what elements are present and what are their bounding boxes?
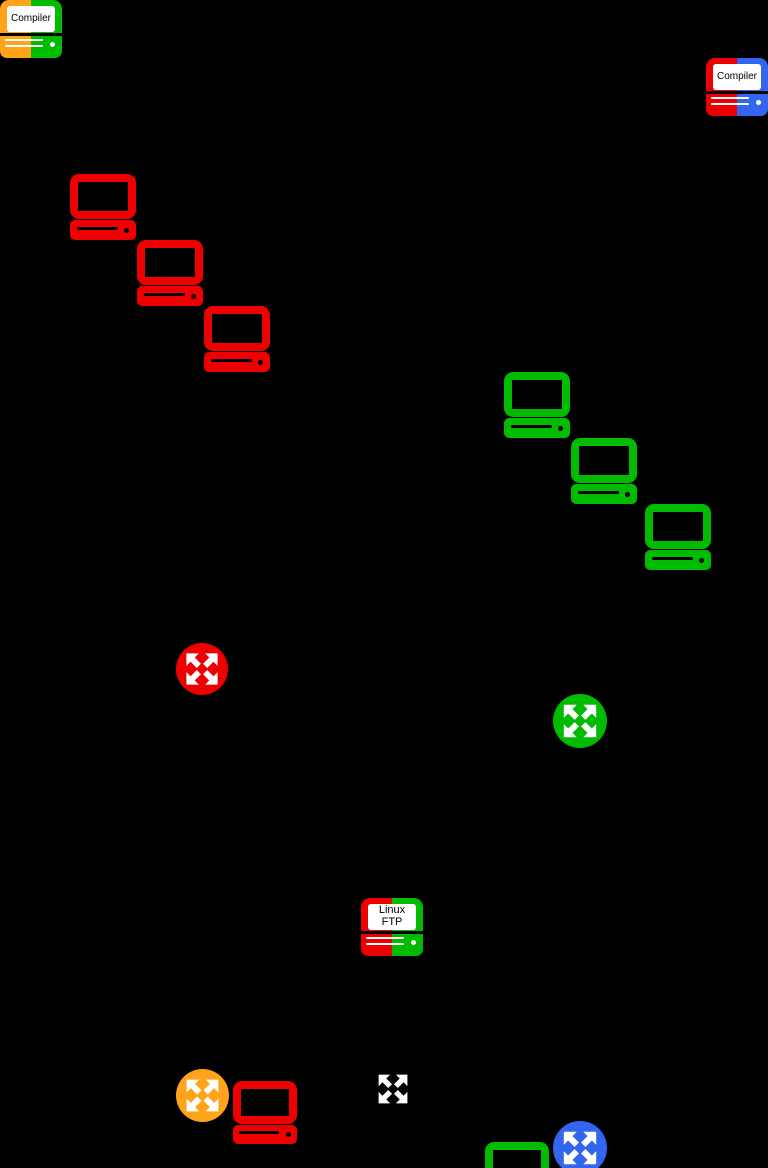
router-icon[interactable]: [176, 643, 228, 695]
computer-drive-slot: [578, 491, 619, 494]
computer-monitor: [485, 1142, 549, 1168]
computer-base: [645, 550, 711, 570]
computer-monitor: [504, 372, 570, 417]
router-icon-plain[interactable]: [369, 1065, 417, 1113]
computer-drive-slot: [77, 227, 118, 230]
four-arrows-icon: [563, 704, 597, 738]
computer-base: [571, 484, 637, 504]
computer-icon[interactable]: [137, 240, 203, 306]
server-label: Linux FTP: [368, 904, 416, 930]
computer-drive-slot: [211, 359, 252, 362]
computer-icon[interactable]: [233, 1081, 297, 1144]
computer-icon[interactable]: [645, 504, 711, 570]
computer-monitor: [233, 1081, 297, 1124]
computer-drive-slot: [144, 293, 185, 296]
four-arrows-icon: [378, 1074, 408, 1104]
server-label: Compiler: [7, 6, 55, 32]
computer-monitor: [571, 438, 637, 483]
computer-power-led: [558, 426, 563, 431]
computer-power-led: [258, 360, 263, 365]
computer-base: [70, 220, 136, 240]
server-power-led: [411, 940, 416, 945]
server-icon[interactable]: Compiler: [706, 58, 768, 116]
computer-icon[interactable]: [571, 438, 637, 504]
four-arrows-icon: [563, 1131, 597, 1165]
computer-drive-slot: [239, 1131, 279, 1134]
computer-icon[interactable]: [204, 306, 270, 372]
router-icon[interactable]: [176, 1069, 229, 1122]
computer-icon[interactable]: [504, 372, 570, 438]
server-icon[interactable]: Linux FTP: [361, 898, 423, 956]
four-arrows-icon: [186, 1079, 219, 1112]
computer-power-led: [625, 492, 630, 497]
computer-drive-slot: [511, 425, 552, 428]
computer-icon[interactable]: [485, 1142, 549, 1168]
server-power-led: [756, 100, 761, 105]
server-vent-stripe: [711, 103, 749, 105]
computer-power-led: [124, 228, 129, 233]
server-body-divider: [706, 91, 768, 94]
server-icon[interactable]: Compiler: [0, 0, 62, 58]
computer-power-led: [699, 558, 704, 563]
server-power-led: [50, 42, 55, 47]
server-vent-stripe: [366, 937, 404, 939]
server-vent-stripe: [711, 97, 749, 99]
computer-base: [204, 352, 270, 372]
server-vent-stripe: [5, 45, 43, 47]
server-vent-stripe: [5, 39, 43, 41]
computer-power-led: [286, 1132, 291, 1137]
computer-monitor: [204, 306, 270, 351]
computer-monitor: [70, 174, 136, 219]
server-body-divider: [361, 931, 423, 934]
four-arrows-icon: [186, 653, 218, 685]
server-vent-stripe: [366, 943, 404, 945]
computer-icon[interactable]: [70, 174, 136, 240]
computer-drive-slot: [652, 557, 693, 560]
router-icon[interactable]: [553, 694, 607, 748]
router-icon[interactable]: [553, 1121, 607, 1168]
computer-base: [137, 286, 203, 306]
computer-base: [504, 418, 570, 438]
server-label: Compiler: [713, 64, 761, 90]
computer-base: [233, 1125, 297, 1144]
computer-monitor: [645, 504, 711, 549]
computer-power-led: [191, 294, 196, 299]
server-body-divider: [0, 33, 62, 36]
computer-monitor: [137, 240, 203, 285]
